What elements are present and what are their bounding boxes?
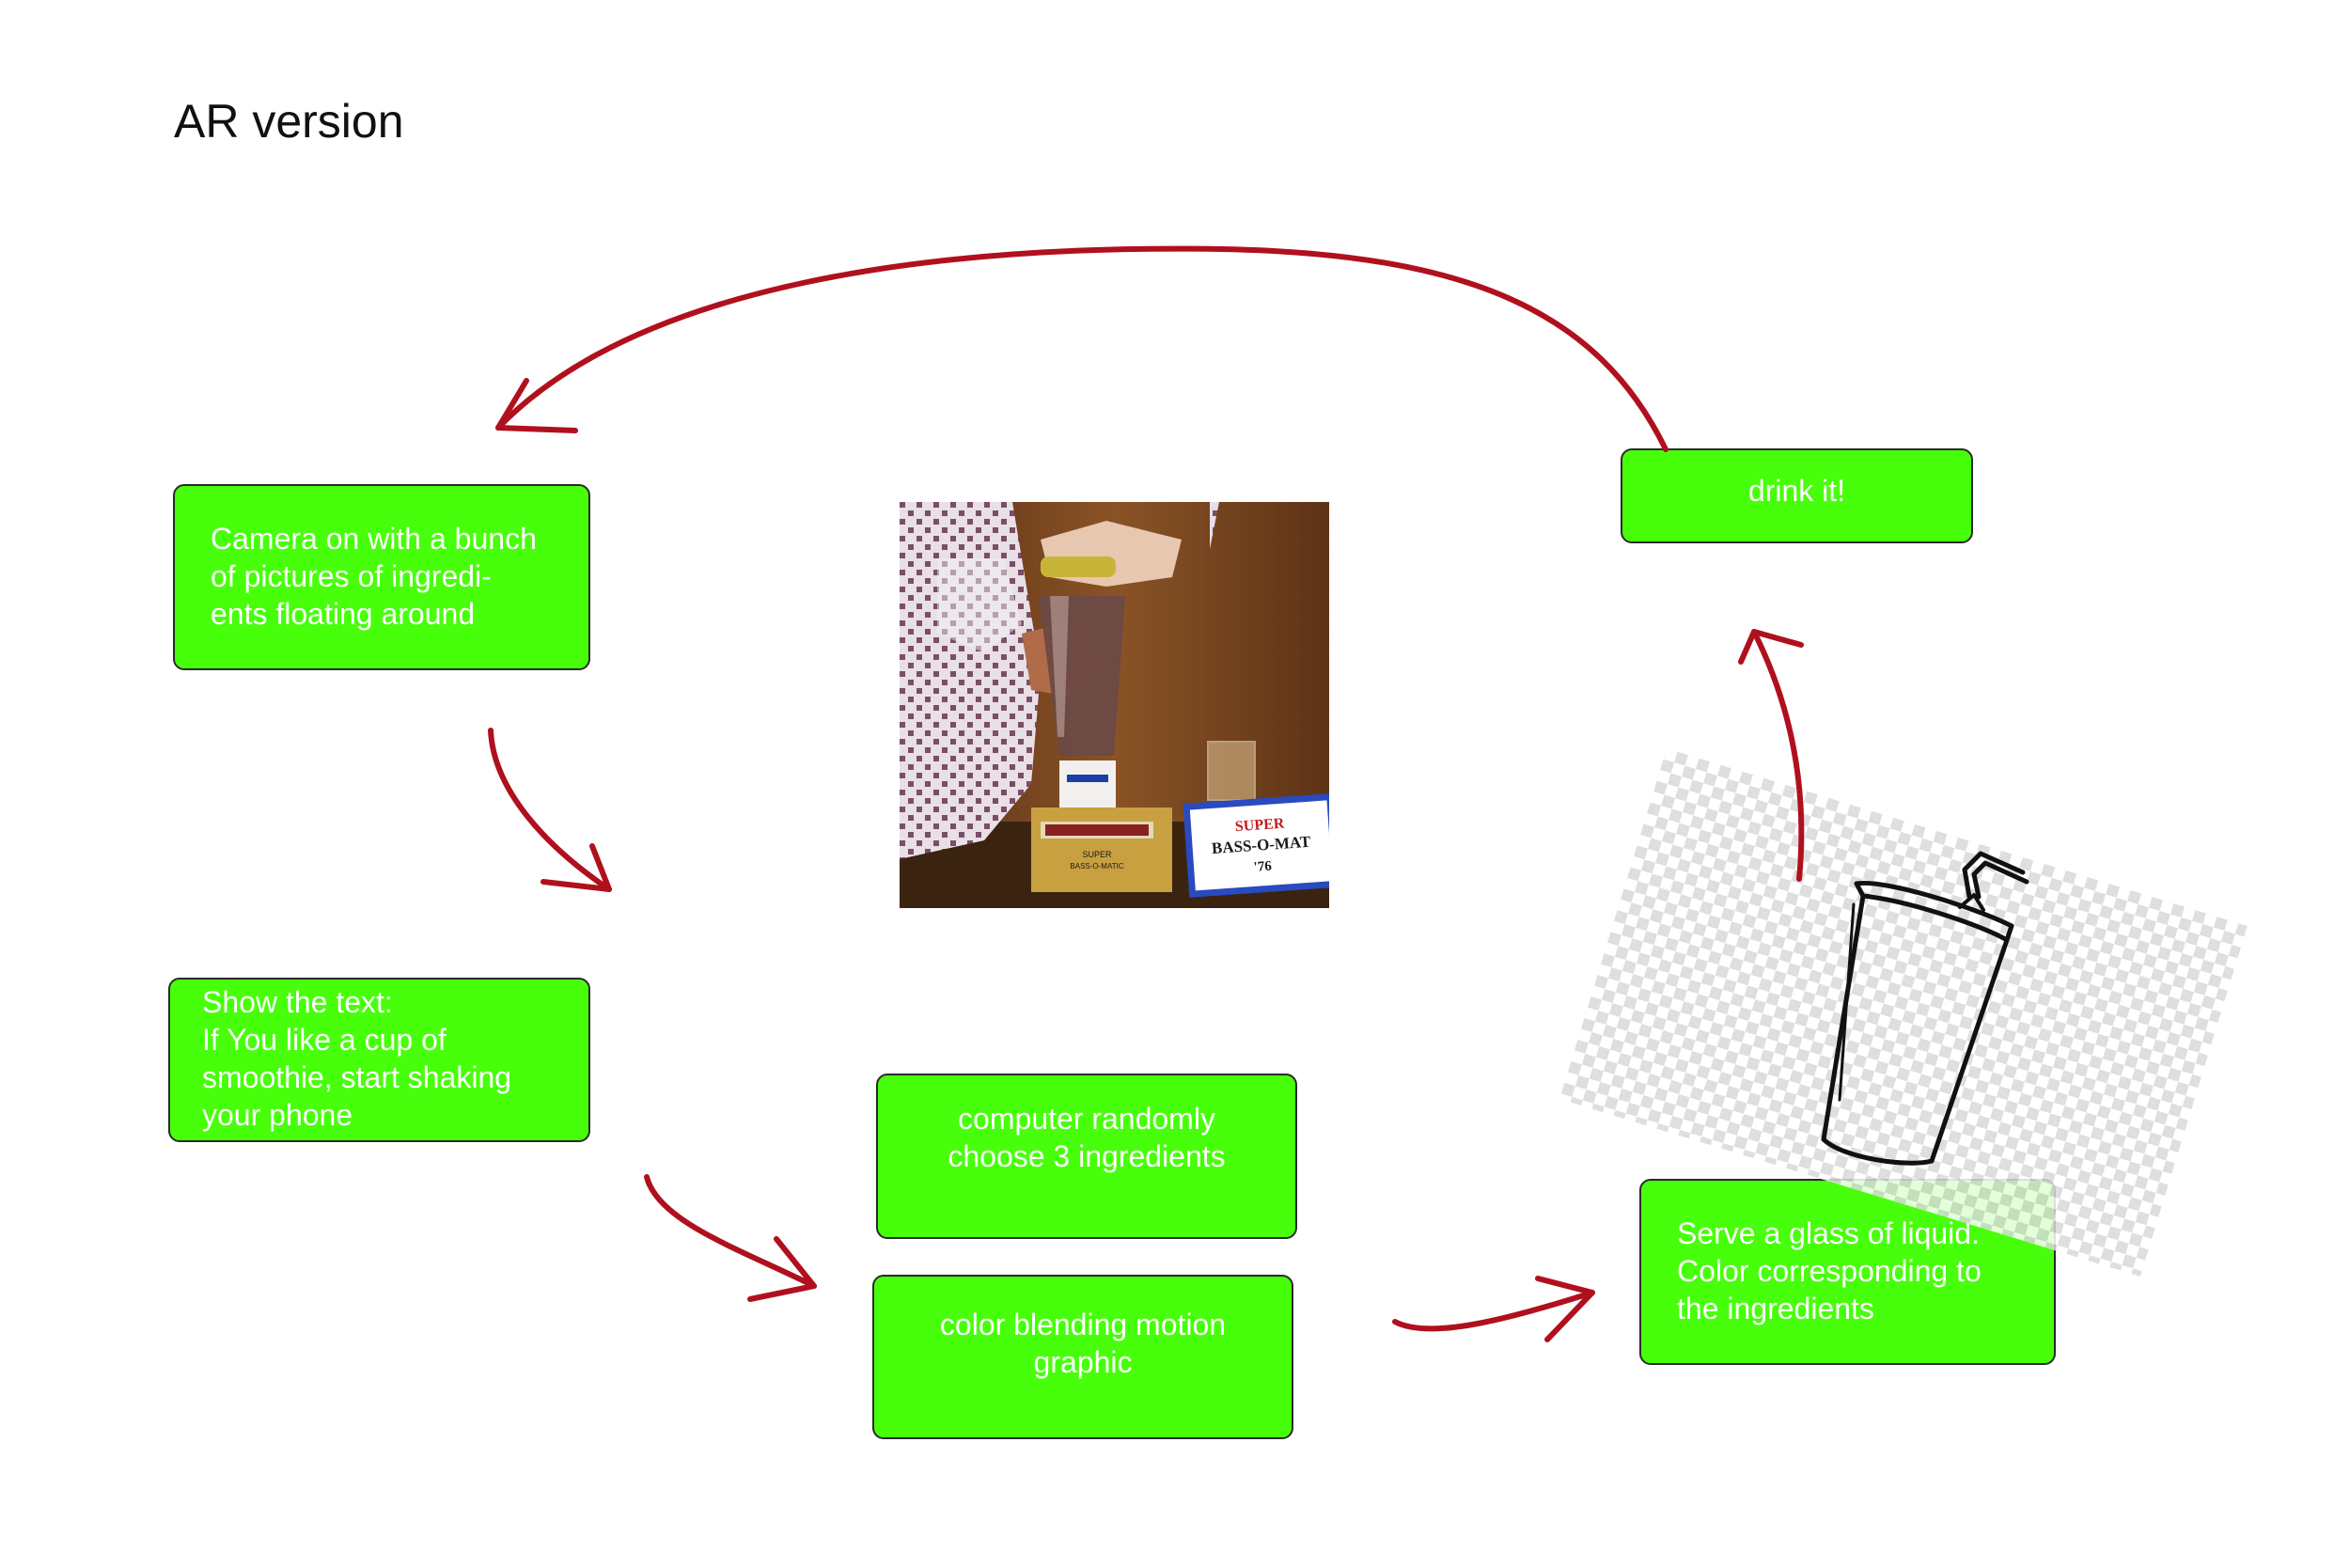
step-serve-label: Serve a glass of liquid. Color correspon… xyxy=(1677,1216,1982,1325)
step-drink-box[interactable]: drink it! xyxy=(1621,448,1973,543)
arrow-show-to-center xyxy=(644,1174,817,1289)
step-show-text-box[interactable]: Show the text: If You like a cup of smoo… xyxy=(168,978,590,1142)
arrow-drink-to-camera xyxy=(495,245,1668,452)
arrow-color-to-serve xyxy=(1392,1290,1595,1332)
step-drink-label: drink it! xyxy=(1747,473,1846,508)
arrow-serve-to-drink xyxy=(1751,629,1805,882)
sign-line-3: '76 xyxy=(1253,859,1273,875)
sign-line-1: SUPER xyxy=(1234,816,1285,836)
step-camera-box[interactable]: Camera on with a bunch of pictures of in… xyxy=(173,484,590,670)
arrow-camera-to-show-head xyxy=(540,843,612,892)
step-random-ingredients-label: computer randomly choose 3 ingredients xyxy=(948,1102,1226,1173)
blender-base-label-2: BASS-O-MATIC xyxy=(1070,862,1123,870)
step-random-ingredients-box[interactable]: computer randomly choose 3 ingredients xyxy=(876,1074,1297,1239)
step-color-blending-label: color blending motion graphic xyxy=(939,1307,1227,1379)
blender-base-label-1: SUPER xyxy=(1082,850,1112,859)
arrow-color-to-serve-head xyxy=(1535,1276,1595,1342)
arrow-camera-to-show xyxy=(488,728,612,892)
smoothie-photo: SUPER BASS-O-MATIC SUPER BASS-O-MAT '76 xyxy=(900,502,1329,908)
arrow-serve-to-drink-head xyxy=(1738,629,1804,665)
arrow-show-to-center-head xyxy=(747,1236,817,1302)
step-show-text-label: Show the text: If You like a cup of smoo… xyxy=(202,985,512,1132)
cup-with-straw-icon xyxy=(1821,851,2029,1166)
page-title: AR version xyxy=(174,95,404,148)
step-camera-label: Camera on with a bunch of pictures of in… xyxy=(211,522,537,631)
smoothie-photo-drawing: SUPER BASS-O-MATIC SUPER BASS-O-MAT '76 xyxy=(900,502,1329,908)
arrow-drink-to-camera-head xyxy=(495,378,578,433)
step-color-blending-box[interactable]: color blending motion graphic xyxy=(872,1275,1293,1439)
